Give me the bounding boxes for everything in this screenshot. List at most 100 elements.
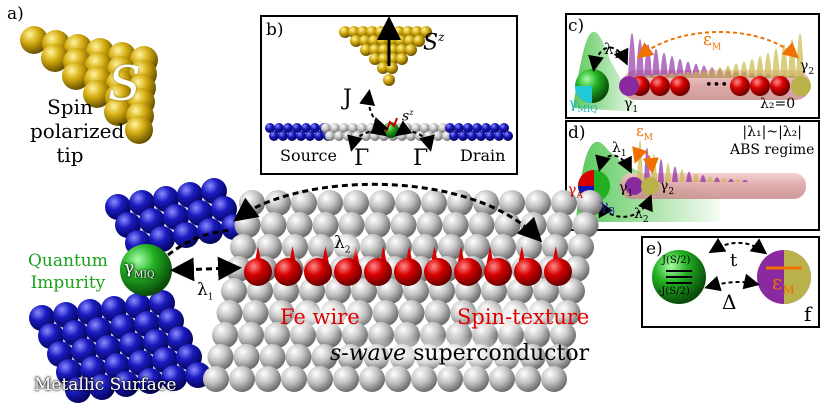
gamma-left-label: Γ [354, 146, 370, 171]
panel-d-gamma1-sub: 1 [627, 188, 634, 199]
sc-atom [233, 344, 260, 370]
sc-atom [333, 366, 359, 392]
abs-peak [728, 178, 734, 182]
abs-peak [714, 177, 720, 182]
sc-atom [463, 366, 489, 392]
source-atom [287, 131, 297, 141]
wire-atom [730, 76, 750, 96]
metallic-surface-upper [105, 178, 247, 256]
drain-atom [463, 123, 473, 133]
drain-atom [485, 131, 495, 141]
main-lambda1: λ1 [197, 280, 214, 302]
panel-d-epsilon-arrow [632, 146, 659, 174]
yellow-peak [708, 68, 716, 78]
yellow-peak [684, 71, 692, 78]
sc-atom [203, 366, 229, 392]
impurity-spin-z: z [409, 108, 414, 117]
panel-f-label: f [804, 302, 812, 326]
panel-c-gamma2-sym: γ [800, 58, 809, 74]
source-atom [310, 123, 320, 133]
panel-d [565, 120, 820, 231]
tip-atom [369, 53, 381, 65]
sc-atom [559, 278, 585, 304]
source-atom [269, 131, 279, 141]
tip-label: Spin polarized tip [30, 95, 124, 167]
surface-atom [438, 123, 448, 133]
tip-atom [360, 44, 372, 56]
surface-atom [325, 131, 335, 141]
tip-atom [420, 26, 432, 38]
tip-atom [359, 35, 371, 47]
gamma-right-arrow [394, 120, 435, 152]
drain-atom [499, 123, 509, 133]
superconductor-label-italic: s-wave [330, 341, 407, 366]
sc-atom [369, 190, 395, 216]
surface-atom [334, 131, 344, 141]
quantum-impurity-line1: Quantum [28, 251, 108, 271]
tip-atom [404, 35, 416, 47]
tip-atom [378, 53, 390, 65]
panel-d-gammaA: γA [568, 182, 583, 201]
coupling-arrow [704, 273, 760, 292]
sc-atom [473, 190, 499, 216]
abs-peak [721, 178, 727, 182]
sc-atom [395, 190, 421, 216]
sc-atom [285, 344, 312, 370]
abs-regime-note: |λ₁|~|λ₂| ABS regime [730, 123, 814, 159]
level-bottom-label: -J(S/2) [658, 286, 690, 297]
sc-atom [447, 190, 473, 216]
panel-c-epsilon-arrow [636, 31, 799, 59]
sc-atom [372, 300, 399, 326]
abs-peak [665, 163, 671, 182]
main-lambda2-sub: 2 [344, 245, 351, 256]
abs-peak [742, 179, 748, 182]
metal-atom [89, 374, 115, 400]
sc-atom [437, 366, 463, 392]
panel-c-lambda2-zero: λ₂=0 [760, 96, 796, 112]
panel-e-eps-sub: M [782, 283, 795, 297]
gamma-right-label: Γ [413, 146, 429, 171]
yellow-peak [644, 75, 652, 78]
panel-c-eps: ε [703, 30, 712, 50]
yellow-peak [716, 67, 724, 78]
sc-atom [551, 190, 577, 216]
sc-atom [424, 300, 451, 326]
panel-c-gamma-miq-sub: MIQ [577, 104, 598, 115]
impurity-spin-s: s [402, 108, 410, 125]
main-gamma-miq: γMIQ [124, 258, 154, 280]
drain-atom [458, 131, 468, 141]
tip-atom [366, 26, 378, 38]
panel-e [641, 236, 820, 328]
tip-atom [411, 26, 423, 38]
panel-c-lambda1-sub: 1 [613, 51, 620, 61]
panel-d-lambda1: λ1 [612, 140, 627, 159]
superconductor-label-halo [325, 336, 565, 372]
drain-atom [472, 123, 482, 133]
sc-atom [468, 212, 495, 238]
purple-peak [676, 58, 684, 78]
panel-c-gamma1: γ1 [624, 96, 638, 115]
panel-d-epsilon: εM [636, 122, 653, 143]
quantum-impurity-sphere [120, 244, 172, 296]
main-gamma-miq-sub: MIQ [134, 270, 155, 281]
gold-atom [83, 80, 111, 108]
panel-c-lambda1-sym: λ [604, 40, 614, 58]
fe-atom [244, 258, 272, 286]
impurity-spin-label: sz [402, 108, 413, 125]
tip-spin-symbol: S [108, 56, 141, 112]
panel-d-gammaA-quarter [578, 170, 594, 186]
gold-atom [125, 116, 153, 144]
superconductor-label: s-wave superconductor [330, 341, 589, 366]
surface-atom [343, 131, 353, 141]
metal-atom [149, 226, 175, 252]
gold-atom [104, 98, 132, 126]
panel-e-majorana-half [784, 250, 811, 304]
sc-atom [390, 212, 417, 238]
abs-peak [735, 179, 741, 182]
sc-atom [317, 190, 343, 216]
abs-regime-line1: |λ₁|~|λ₂| [742, 124, 802, 140]
source-atom [301, 123, 311, 133]
source-atom [265, 123, 275, 133]
yellow-peak [732, 63, 740, 78]
